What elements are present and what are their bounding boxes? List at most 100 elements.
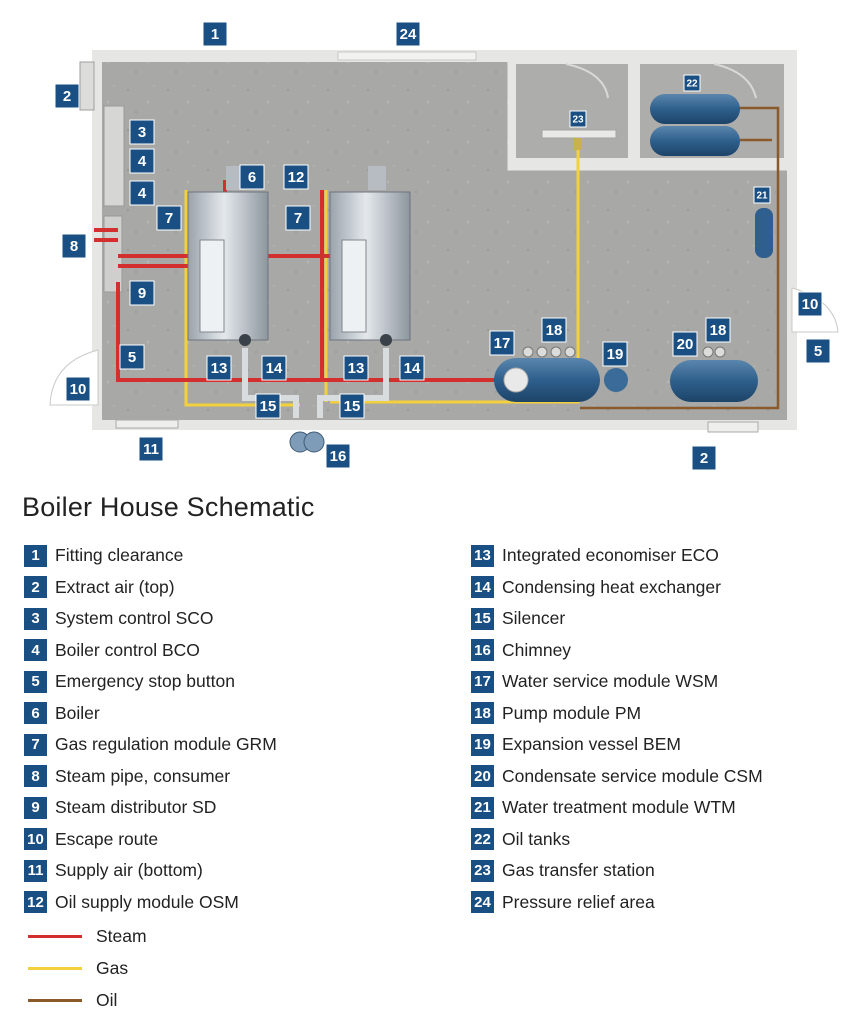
diagram-badge: 14 [399,355,425,381]
diagram-badge-number: 7 [165,210,173,227]
diagram-badge-number: 5 [128,349,136,366]
diagram-badge: 8 [61,233,87,259]
diagram-badge: 17 [489,330,515,356]
diagram-badge-number: 21 [756,191,768,202]
legend-label: Condensate service module CSM [502,765,763,786]
legend-label: Gas transfer station [502,860,655,881]
legend-number-badge: 22 [471,828,494,851]
diagram-badge: 4 [129,180,155,206]
diagram-badge-number: 3 [138,124,146,141]
line-legend-item: Steam [28,920,147,952]
diagram-badge: 21 [753,186,771,204]
legend-number-badge: 23 [471,859,494,882]
boiler-right [329,166,411,346]
diagram-badge-number: 10 [802,296,819,313]
diagram-badge: 2 [691,445,717,471]
legend-label: Supply air (bottom) [55,860,203,881]
diagram-badge-number: 4 [138,185,147,202]
legend-item: 13 Integrated economiser ECO [471,540,763,572]
diagram-badge-number: 18 [710,322,727,339]
oil-pipes [580,106,780,410]
legend-number-badge: 8 [24,765,47,788]
diagram-badge-number: 9 [138,285,146,302]
legend-number-badge: 6 [24,702,47,725]
control-cabinets [103,105,125,293]
legend-label: Boiler control BCO [55,639,200,660]
legend-number-badge: 16 [471,639,494,662]
diagram-badge-number: 13 [348,360,365,377]
legend-item: 4 Boiler control BCO [24,635,277,667]
diagram-badge: 18 [705,317,731,343]
legend-number-badge: 24 [471,891,494,914]
diagram-badge: 15 [255,393,281,419]
diagram-badge-number: 22 [686,79,698,90]
diagram-badge: 9 [129,280,155,306]
legend-number-badge: 12 [24,891,47,914]
legend-label: Fitting clearance [55,545,184,566]
chimney [289,431,325,453]
line-legend-item: Oil [28,984,147,1016]
diagram-badge-number: 24 [400,26,417,43]
legend-item: 22 Oil tanks [471,824,763,856]
diagram-badge: 11 [138,436,164,462]
diagram-badge-number: 1 [211,26,219,43]
diagram-badge-number: 17 [494,335,511,352]
legend-label: Pump module PM [502,702,642,723]
diagram-badge: 22 [683,74,701,92]
legend-number-badge: 4 [24,639,47,662]
legend-number-badge: 13 [471,544,494,567]
legend-number-badge: 11 [24,859,47,882]
diagram-badge: 2 [54,83,80,109]
diagram-badge: 3 [129,119,155,145]
diagram-badge: 13 [206,355,232,381]
legend-number-badge: 1 [24,544,47,567]
diagram-badge-number: 19 [607,346,624,363]
diagram-badge-number: 11 [143,441,159,458]
diagram-badge: 1 [202,21,228,47]
legend-label: Expansion vessel BEM [502,734,681,755]
water-treatment-module [755,208,773,258]
legend-label: Oil tanks [502,828,571,849]
diagram-badge-number: 23 [572,115,584,126]
legend-item: 1 Fitting clearance [24,540,277,572]
diagram-badge: 5 [805,338,831,364]
diagram-badge: 13 [343,355,369,381]
legend-item: 23 Gas transfer station [471,855,763,887]
diagram-badge: 15 [339,393,365,419]
diagram-badge-number: 15 [344,398,361,415]
line-legend-label: Steam [96,925,147,946]
diagram-badge: 10 [65,376,91,402]
legend-number-badge: 7 [24,733,47,756]
diagram-badge-number: 8 [70,238,78,255]
line-swatch [28,966,82,970]
legend-label: Escape route [55,828,159,849]
diagram-badge-number: 20 [677,336,694,353]
legend-label: Condensing heat exchanger [502,576,721,597]
line-legend-item: Gas [28,952,147,984]
diagram-badge: 23 [569,110,587,128]
legend-number-badge: 9 [24,796,47,819]
diagram-badge-number: 12 [288,169,305,186]
legend-label: Integrated economiser ECO [502,545,719,566]
diagram-badge: 18 [541,317,567,343]
legend-label: Extract air (top) [55,576,175,597]
diagram-badge-number: 15 [260,398,277,415]
diagram-badge: 6 [239,164,265,190]
diagram-badge: 12 [283,164,309,190]
